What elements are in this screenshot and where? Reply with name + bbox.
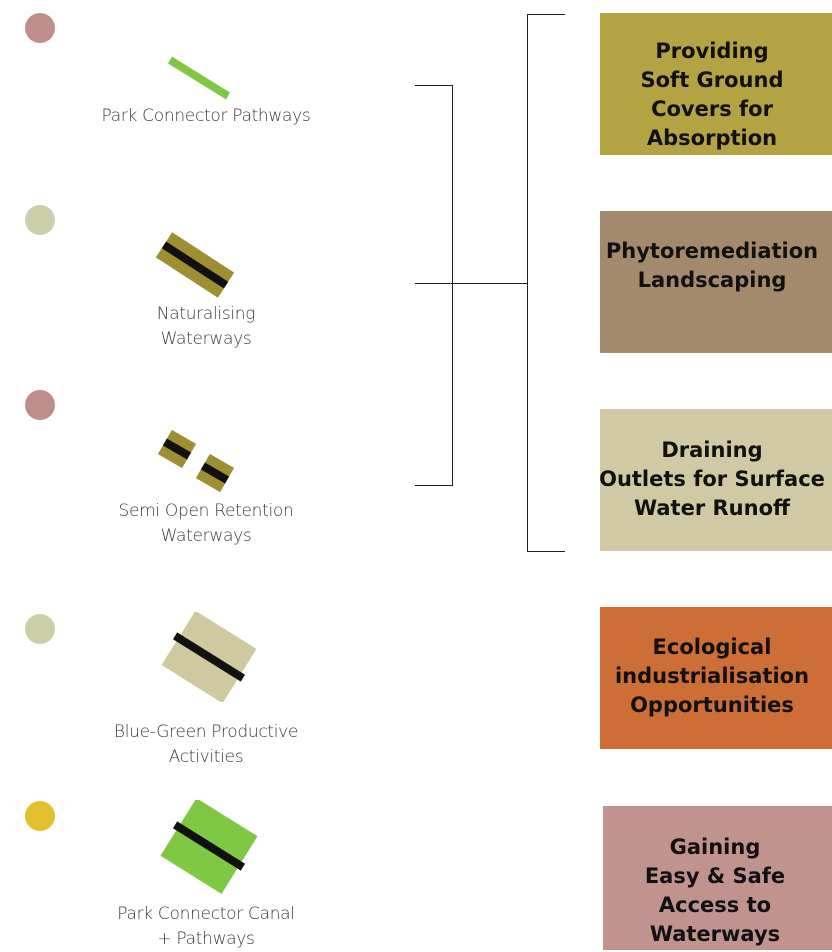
feature-label-naturalising-waterways: Naturalising Waterways bbox=[156, 304, 256, 349]
beige-striped-square-icon bbox=[161, 612, 257, 702]
feature-label-park-connector-canal-pathways: Park Connector Canal + Pathways bbox=[117, 904, 295, 949]
green-striped-square-icon bbox=[160, 800, 258, 894]
outcome-box-ecological-industrialisation: Ecological industrialisation Opportuniti… bbox=[600, 607, 832, 749]
rose-dot bbox=[25, 390, 55, 420]
outcome-label: Draining Outlets for Surface Water Runof… bbox=[599, 438, 825, 520]
olive-striped-band-icon bbox=[155, 232, 235, 298]
outcome-label: Gaining Easy & Safe Access to Waterways bbox=[644, 835, 786, 946]
connector-middle-horizontal bbox=[415, 283, 528, 284]
connector-top-arm bbox=[415, 85, 453, 86]
connector-right-top-arm bbox=[527, 14, 565, 15]
feature-label-blue-green-productive-activities: Blue-Green Productive Activities bbox=[113, 722, 299, 767]
split-olive-blocks-icon bbox=[157, 429, 235, 493]
connector-left-vertical bbox=[452, 85, 453, 486]
connector-right-vertical bbox=[527, 14, 528, 552]
rose-dot bbox=[25, 13, 55, 43]
outcome-box-soft-ground-covers: Providing Soft Ground Covers for Absorpt… bbox=[600, 13, 832, 155]
outcome-box-easy-safe-access: Gaining Easy & Safe Access to Waterways bbox=[603, 806, 832, 950]
sage-dot bbox=[25, 614, 55, 644]
connector-right-bottom-arm bbox=[527, 551, 565, 552]
outcome-label: Providing Soft Ground Covers for Absorpt… bbox=[640, 39, 784, 150]
outcome-box-draining-outlets: Draining Outlets for Surface Water Runof… bbox=[599, 409, 832, 551]
outcome-box-phytoremediation: Phytoremediation Landscaping bbox=[600, 211, 832, 353]
sage-dot bbox=[25, 205, 55, 235]
feature-label-semi-open-retention-waterways: Semi Open Retention Waterways bbox=[118, 501, 294, 546]
outcome-label: Ecological industrialisation Opportuniti… bbox=[614, 635, 810, 717]
yellow-dot bbox=[25, 801, 55, 831]
feature-label-park-connector-pathways: Park Connector Pathways bbox=[101, 106, 311, 126]
connector-bottom-arm bbox=[415, 485, 453, 486]
outcome-label: Phytoremediation Landscaping bbox=[605, 239, 819, 292]
green-line-icon bbox=[167, 56, 231, 100]
